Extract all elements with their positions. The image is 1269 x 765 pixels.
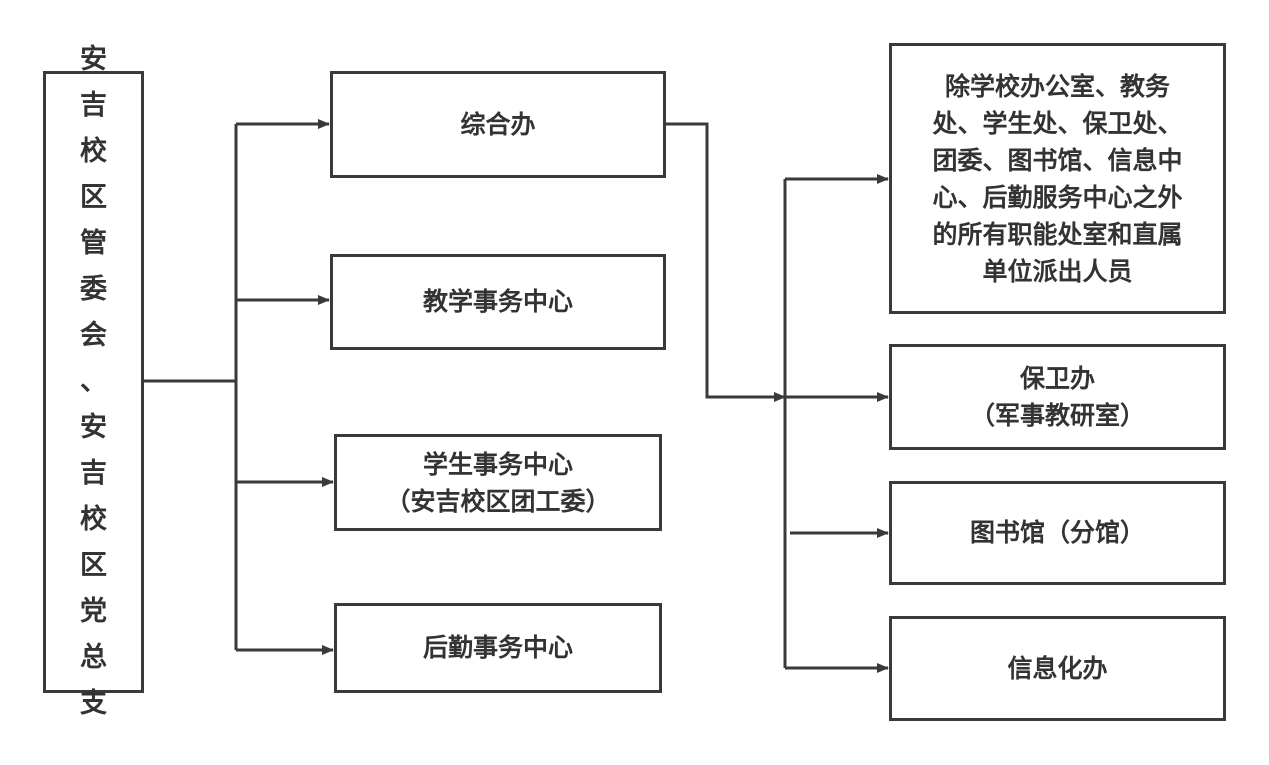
node-houqin: 后勤事务中心 bbox=[334, 603, 662, 693]
zonghe-connector bbox=[665, 122, 786, 402]
node-paichu: 除学校办公室、教务 处、学生处、保卫处、 团委、图书馆、信息中 心、后勤服务中心… bbox=[889, 43, 1226, 314]
node-baowei: 保卫办 （军事教研室） bbox=[889, 344, 1226, 450]
node-xuesheng-label: 学生事务中心 （安吉校区团工委） bbox=[385, 449, 611, 516]
node-houqin-label: 后勤事务中心 bbox=[422, 633, 573, 662]
node-xinxi-label: 信息化办 bbox=[1007, 653, 1108, 683]
root-node: 安 吉 校 区 管 委 会 、 安 吉 校 区 党 总 支 bbox=[43, 44, 144, 719]
node-zonghe-label: 综合办 bbox=[460, 109, 536, 139]
node-tushu-label: 图书馆（分馆） bbox=[969, 518, 1145, 547]
node-xuesheng: 学生事务中心 （安吉校区团工委） bbox=[334, 434, 662, 531]
node-baowei-label: 保卫办 （军事教研室） bbox=[969, 364, 1145, 430]
node-zonghe: 综合办 bbox=[330, 71, 666, 178]
node-paichu-label: 除学校办公室、教务 处、学生处、保卫处、 团委、图书馆、信息中 心、后勤服务中心… bbox=[932, 71, 1183, 286]
node-jiaoxue: 教学事务中心 bbox=[330, 254, 666, 350]
node-xinxi: 信息化办 bbox=[889, 616, 1226, 721]
node-jiaoxue-label: 教学事务中心 bbox=[422, 287, 573, 316]
node-tushu: 图书馆（分馆） bbox=[889, 481, 1226, 585]
root-label: 安 吉 校 区 管 委 会 、 安 吉 校 区 党 总 支 bbox=[80, 44, 107, 719]
